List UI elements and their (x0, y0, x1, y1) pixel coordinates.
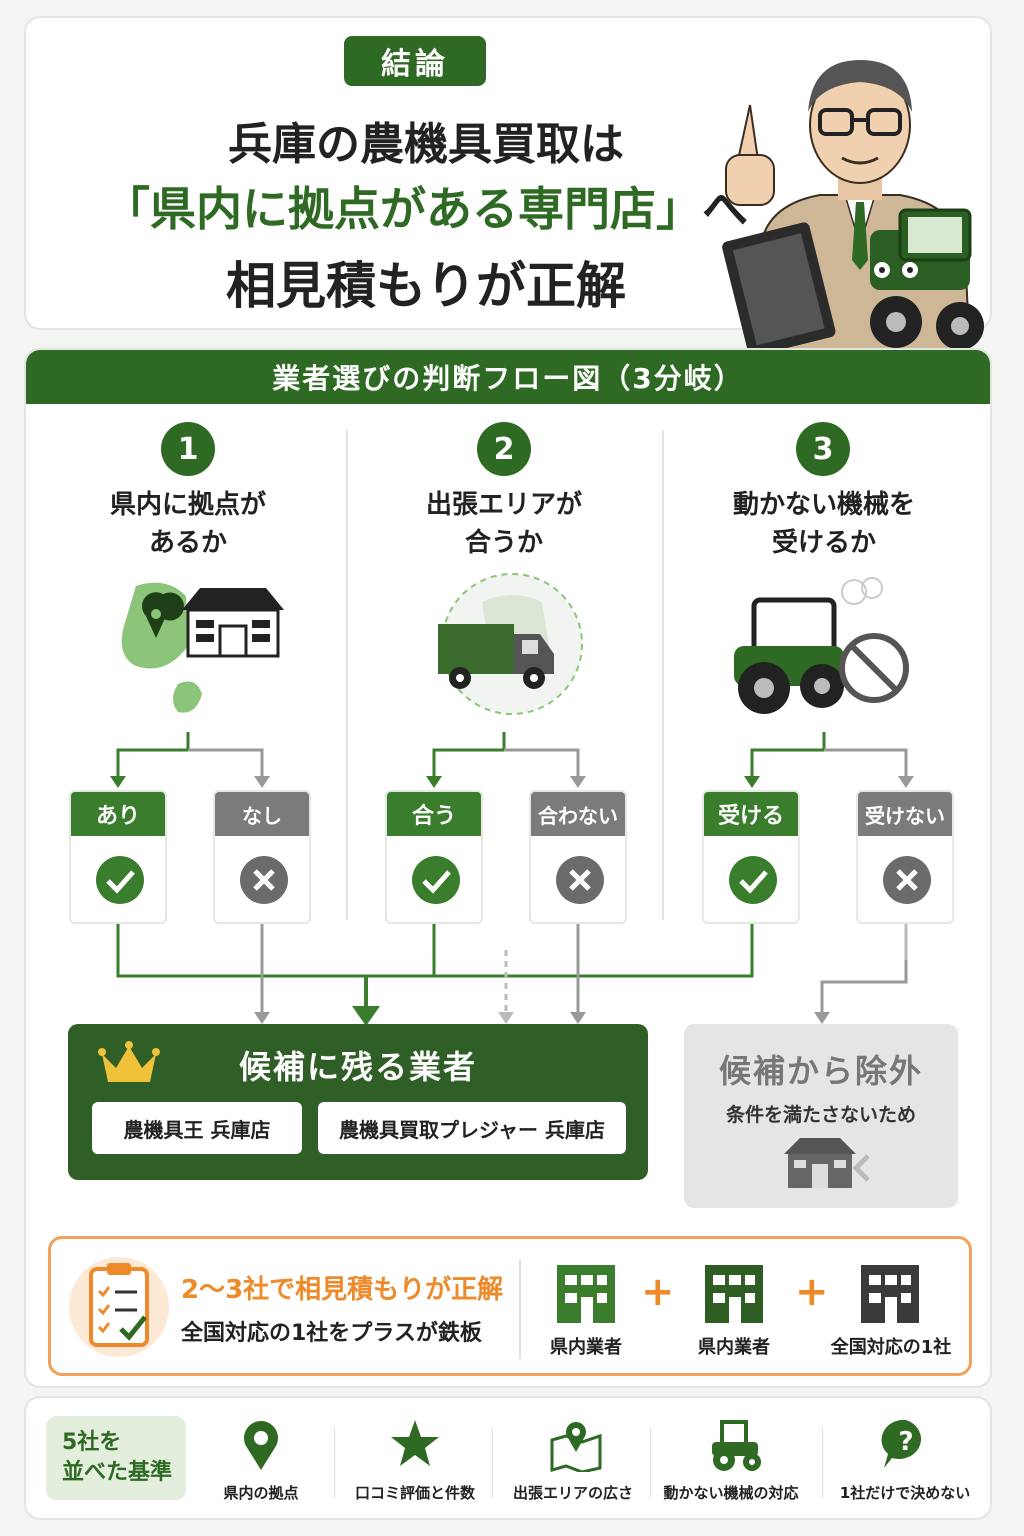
check-icon (96, 856, 144, 904)
plus-sign: + (795, 1269, 829, 1315)
question-bubble-icon: ? (881, 1419, 922, 1468)
criterion-title-line: 受けるか (771, 528, 876, 558)
column-divider (346, 430, 348, 920)
criteria-divider (492, 1428, 493, 1498)
option-no-1: なし (213, 790, 311, 924)
headline-line-3: 相見積もりが正解 (226, 257, 626, 315)
checklist-clipboard-icon (69, 1257, 169, 1357)
summary-subtext: 全国対応の1社をプラスが鉄板 (181, 1321, 482, 1346)
criteria-divider (650, 1428, 651, 1498)
cross-icon (883, 856, 931, 904)
criterion-title-2: 出張エリアが合うか (354, 486, 654, 562)
local-dealer-building-icon (705, 1265, 763, 1323)
option-yes-1: あり (69, 790, 167, 924)
building-label-1: 県内業者 (550, 1337, 622, 1358)
advisor-mascot-icon (722, 60, 984, 360)
criterion-title-1: 県内に拠点があるか (38, 486, 338, 562)
national-dealer-building-icon (861, 1265, 919, 1323)
criterion-title-line: あるか (148, 528, 227, 558)
flow-header: 業者選びの判断フロー図（3分岐） (26, 350, 990, 404)
plus-sign: + (641, 1269, 675, 1315)
local-dealer-building-icon (557, 1265, 615, 1323)
remaining-candidates-title: 候補に残る業者 (238, 1048, 477, 1086)
criterion-label: 1社だけで決めない (839, 1484, 971, 1502)
option-yes-3: 受ける (702, 790, 800, 924)
criterion-label: 口コミ評価と件数 (354, 1484, 475, 1502)
flow-connectors (110, 732, 914, 1026)
broken-tractor-icon (734, 577, 909, 714)
decision-flow-card: 業者選びの判断フロー図（3分岐） (24, 348, 992, 1388)
option-no-3: 受けない (856, 790, 954, 924)
criteria-tag: 5社を並べた基準 (46, 1416, 186, 1500)
candidate-shop-2: 農機具買取プレジャー 兵庫店 (318, 1102, 626, 1154)
option-label: 合う (387, 792, 481, 836)
conclusion-badge: 結論 (344, 36, 486, 86)
criterion-number-1: 1 (161, 422, 215, 476)
summary-box: 2〜3社で相見積もりが正解 全国対応の1社をプラスが鉄板 県内業者 + 県内業者… (48, 1236, 972, 1376)
check-icon (412, 856, 460, 904)
option-no-2: 合わない (529, 790, 627, 924)
cross-icon (240, 856, 288, 904)
headline-highlight: 「県内に拠点がある専門店」 (104, 182, 702, 236)
tractor-icon (712, 1420, 761, 1471)
criterion-label: 動かない機械の対応 (663, 1484, 799, 1502)
criterion-title-line: 動かない機械を (732, 490, 915, 520)
column-divider (662, 430, 664, 920)
option-label: 合わない (531, 792, 625, 836)
location-pin-icon (244, 1421, 278, 1470)
headline-line-2: 「県内に拠点がある専門店」へ (46, 173, 806, 239)
option-yes-2: 合う (385, 790, 483, 924)
criterion-number-2: 2 (477, 422, 531, 476)
criterion-reviews: 口コミ評価と件数 (340, 1412, 490, 1512)
option-label: あり (71, 792, 165, 836)
criterion-local-base: 県内の拠点 (186, 1412, 336, 1512)
criterion-label: 県内の拠点 (223, 1484, 299, 1502)
remaining-candidates-box: 候補に残る業者 農機具王 兵庫店 農機具買取プレジャー 兵庫店 (68, 1024, 648, 1180)
option-label: 受けない (858, 792, 952, 836)
excluded-subtitle: 条件を満たさないため (725, 1104, 916, 1126)
area-map-icon (550, 1422, 602, 1472)
criterion-not-single: ? 1社だけで決めない (830, 1412, 980, 1512)
summary-divider (519, 1259, 521, 1359)
criteria-tag-line: 5社を (62, 1430, 122, 1455)
criteria-divider (334, 1428, 335, 1498)
selection-criteria-bar: 5社を並べた基準 県内の拠点 口コミ評価と件数 出張エリアの広さ 動かない機械の… (24, 1396, 992, 1520)
criterion-number-3: 3 (796, 422, 850, 476)
criterion-title-line: 合うか (464, 528, 543, 558)
headline-line-1: 兵庫の農機具買取は (228, 119, 624, 170)
candidate-shop-1: 農機具王 兵庫店 (92, 1102, 302, 1154)
hyogo-map-office-icon (121, 582, 284, 713)
check-icon (729, 856, 777, 904)
star-icon (391, 1420, 439, 1466)
crown-icon (98, 1041, 160, 1082)
summary-headline: 2〜3社で相見積もりが正解 (181, 1275, 504, 1305)
criterion-title-line: 出張エリアが (425, 490, 582, 520)
criteria-divider (822, 1428, 823, 1498)
svg-text:?: ? (898, 1427, 913, 1457)
option-label: 受ける (704, 792, 798, 836)
building-label-2: 県内業者 (698, 1337, 770, 1358)
criterion-title-3: 動かない機械を受けるか (674, 486, 974, 562)
excluded-box: 候補から除外 条件を満たさないため (684, 1024, 958, 1208)
criteria-tag-line: 並べた基準 (62, 1460, 173, 1485)
criterion-label: 出張エリアの広さ (512, 1484, 633, 1502)
excluded-office-icon (784, 1138, 870, 1188)
cross-icon (556, 856, 604, 904)
criterion-service-area: 出張エリアの広さ (498, 1412, 648, 1512)
option-label: なし (215, 792, 309, 836)
criterion-immobile-machine: 動かない機械の対応 (656, 1412, 806, 1512)
service-area-truck-icon (438, 573, 583, 715)
excluded-title: 候補から除外 (718, 1052, 923, 1090)
criterion-title-line: 県内に拠点が (109, 490, 266, 520)
building-label-3: 全国対応の1社 (830, 1337, 952, 1358)
